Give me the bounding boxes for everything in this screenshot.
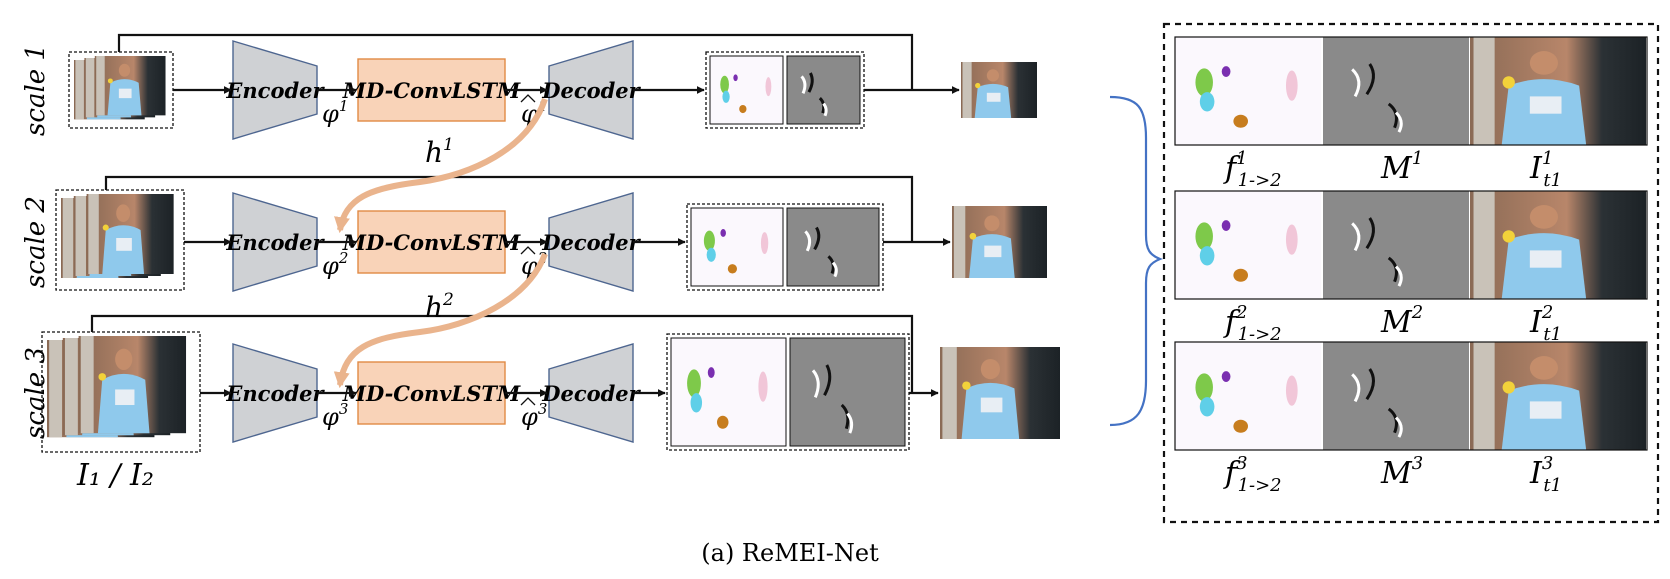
input-frame-1-3: [94, 56, 166, 116]
hidden-state-label-1: h1: [425, 135, 454, 169]
input-frame-box-2: [55, 189, 185, 291]
flow-thumb-border-2: [690, 207, 784, 287]
mask-thumb-border-2: [786, 207, 880, 287]
detail-flow-3: [1175, 342, 1321, 450]
detail-row-border-3: [1174, 341, 1648, 451]
mask-thumb-border-1: [786, 55, 861, 125]
detail-flow-2: [1175, 191, 1321, 299]
detail-mask-label-2: M2: [1380, 302, 1423, 340]
output-frame-3: [940, 347, 1060, 439]
encoder-block-3: [232, 343, 318, 443]
decoder-block-2: [548, 192, 634, 292]
input-frame-3-3: [78, 336, 187, 434]
phi-hat-label-3-hat: [520, 397, 536, 406]
phi-label-3: φ3: [322, 400, 348, 431]
detail-panel-frame: [1162, 22, 1660, 524]
flow-mask-box-2: [686, 203, 884, 291]
hidden-state-arrow-1: [334, 98, 548, 234]
output-frame-2: [952, 206, 1047, 278]
detail-row-border-2: [1174, 190, 1648, 300]
input-frame-2-3: [86, 194, 174, 274]
scale-brace: [1109, 95, 1163, 427]
encoder-label-3: Encoder: [225, 381, 325, 406]
scale-label-2: scale 2: [21, 196, 51, 288]
output-frame-1: [961, 62, 1037, 118]
figure-caption: (a) ReMEI-Net: [701, 539, 879, 567]
flow-thumb-2: [691, 208, 783, 286]
phi-label-1: φ1: [322, 97, 348, 128]
skip-connection-1: [117, 33, 914, 90]
input-caption: I₁ / I₂: [76, 458, 154, 493]
detail-frame-1: [1470, 37, 1646, 145]
decoder-block-3: [548, 343, 634, 443]
phi-label-2: φ2: [322, 249, 348, 280]
hidden-state-arrow-2: [333, 252, 548, 389]
flow-thumb-border-1: [709, 55, 784, 125]
scale-label-1: scale 1: [21, 44, 51, 136]
hidden-state-label-2: h2: [425, 290, 454, 324]
encoder-block-1: [232, 40, 318, 140]
mask-thumb-border-3: [789, 337, 906, 447]
scale-label-3: scale 3: [21, 347, 51, 439]
encoder-label-2: Encoder: [225, 230, 325, 255]
mask-thumb-3: [790, 338, 905, 446]
detail-frame-2: [1470, 191, 1646, 299]
detail-frame-3: [1470, 342, 1646, 450]
mask-thumb-2: [787, 208, 879, 286]
md-convlstm-label-3: MD-ConvLSTM: [342, 381, 521, 406]
decoder-block-1: [548, 40, 634, 140]
decoder-label-1: Decoder: [541, 78, 641, 103]
detail-flow-1: [1175, 37, 1321, 145]
detail-mask-2: [1323, 191, 1469, 299]
skip-connection-2: [104, 175, 914, 242]
decoder-label-3: Decoder: [541, 381, 641, 406]
mask-thumb-1: [787, 56, 860, 124]
md-convlstm-label-1: MD-ConvLSTM: [342, 78, 521, 103]
encoder-label-1: Encoder: [225, 78, 325, 103]
md-convlstm-label-2: MD-ConvLSTM: [342, 230, 521, 255]
detail-mask-3: [1323, 342, 1469, 450]
md-convlstm-block-3: [357, 361, 506, 425]
detail-row-border-1: [1174, 36, 1648, 146]
detail-mask-label-3: M3: [1380, 453, 1423, 491]
md-convlstm-block-1: [357, 58, 506, 122]
decoder-label-2: Decoder: [541, 230, 641, 255]
phi-hat-label-1-hat: [520, 94, 536, 103]
skip-connection-3: [90, 314, 914, 393]
flow-thumb-3: [671, 338, 786, 446]
flow-thumb-border-3: [670, 337, 787, 447]
detail-mask-1: [1323, 37, 1469, 145]
flow-thumb-1: [710, 56, 783, 124]
phi-hat-label-3: φ3: [521, 400, 547, 431]
phi-hat-label-2-hat: [520, 246, 536, 255]
detail-mask-label-1: M1: [1380, 148, 1423, 186]
encoder-block-2: [232, 192, 318, 292]
